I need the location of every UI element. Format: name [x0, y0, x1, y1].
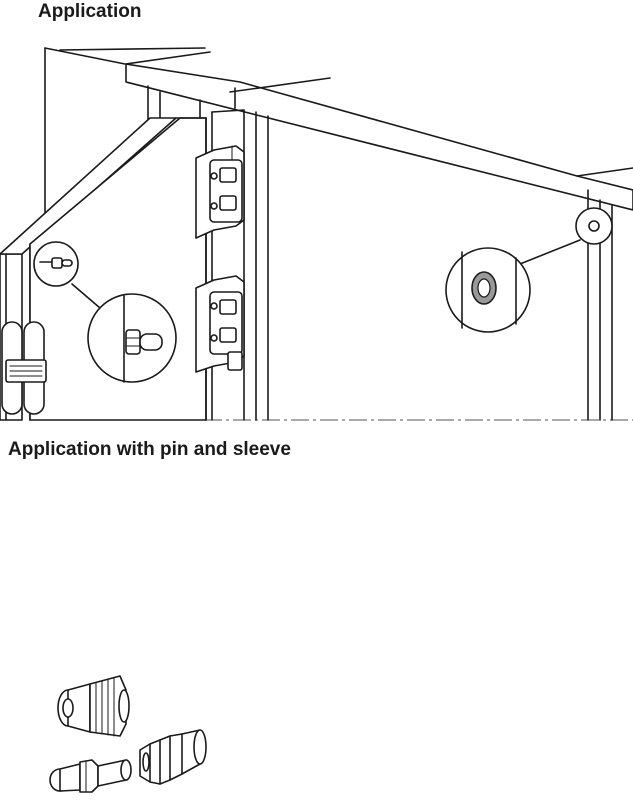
pin-detail-callout	[33, 241, 177, 383]
cabinet-hinge-upper	[195, 145, 245, 239]
expansion-sleeve-icon	[139, 729, 207, 785]
cabinet-inner-partition	[159, 91, 269, 421]
pin-icon	[49, 759, 132, 793]
cabinet-top-board	[125, 51, 633, 211]
application-heading: Application	[38, 1, 142, 22]
cabinet-side-panel	[44, 47, 206, 233]
pin-and-sleeve-heading: Application with pin and sleeve	[8, 439, 291, 460]
concealed-hinge-left	[1, 321, 47, 415]
sleeve-detail-callout	[445, 207, 613, 333]
threaded-sleeve-icon	[57, 675, 130, 737]
cabinet-hinge-lower	[195, 275, 245, 373]
